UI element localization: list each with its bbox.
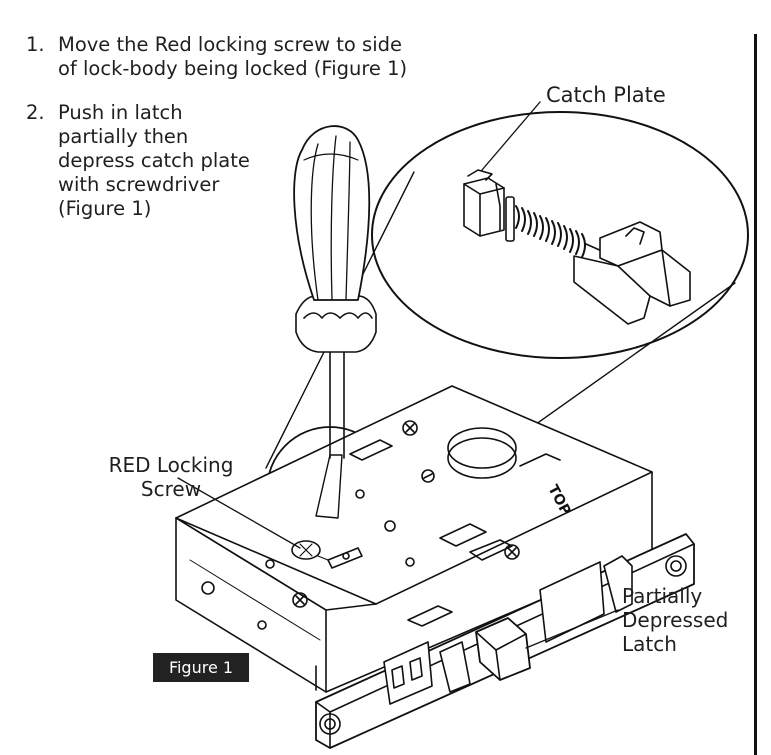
callout-catch-plate: Catch Plate: [546, 83, 666, 107]
callout-partially-depressed-latch: Partially Depressed Latch: [622, 584, 728, 656]
step-2-line: Push in latch: [58, 101, 183, 124]
figure-label: Figure 1: [153, 653, 249, 682]
page-edge-rule: [754, 34, 757, 755]
step-2-number: 2.: [26, 101, 45, 124]
callout-leaders: [177, 101, 619, 649]
callout-latch-line: Latch: [622, 632, 677, 656]
step-1-number: 1.: [26, 33, 45, 56]
step-2-line: (Figure 1): [58, 197, 152, 220]
callout-red-locking-screw-line: Screw: [140, 477, 202, 501]
step-2-line: depress catch plate: [58, 149, 250, 172]
callout-red-locking-screw-line: RED Locking: [108, 453, 234, 477]
step-1-line: of lock-body being locked (Figure 1): [58, 57, 408, 80]
callout-latch-line: Partially: [622, 584, 703, 608]
step-2-line: with screwdriver: [58, 173, 220, 196]
callout-red-locking-screw: RED Locking Screw: [78, 453, 264, 501]
magnify-detail-circle: [371, 111, 749, 359]
step-2-line: partially then: [58, 125, 189, 148]
catch-plate-spring-assembly-icon: [463, 169, 691, 325]
mortise-lock-body-icon: TOP: [175, 385, 695, 749]
callout-latch-line: Depressed: [622, 608, 729, 632]
step-1-line: Move the Red locking screw to side: [58, 33, 402, 56]
screwdriver-icon: [293, 125, 377, 519]
